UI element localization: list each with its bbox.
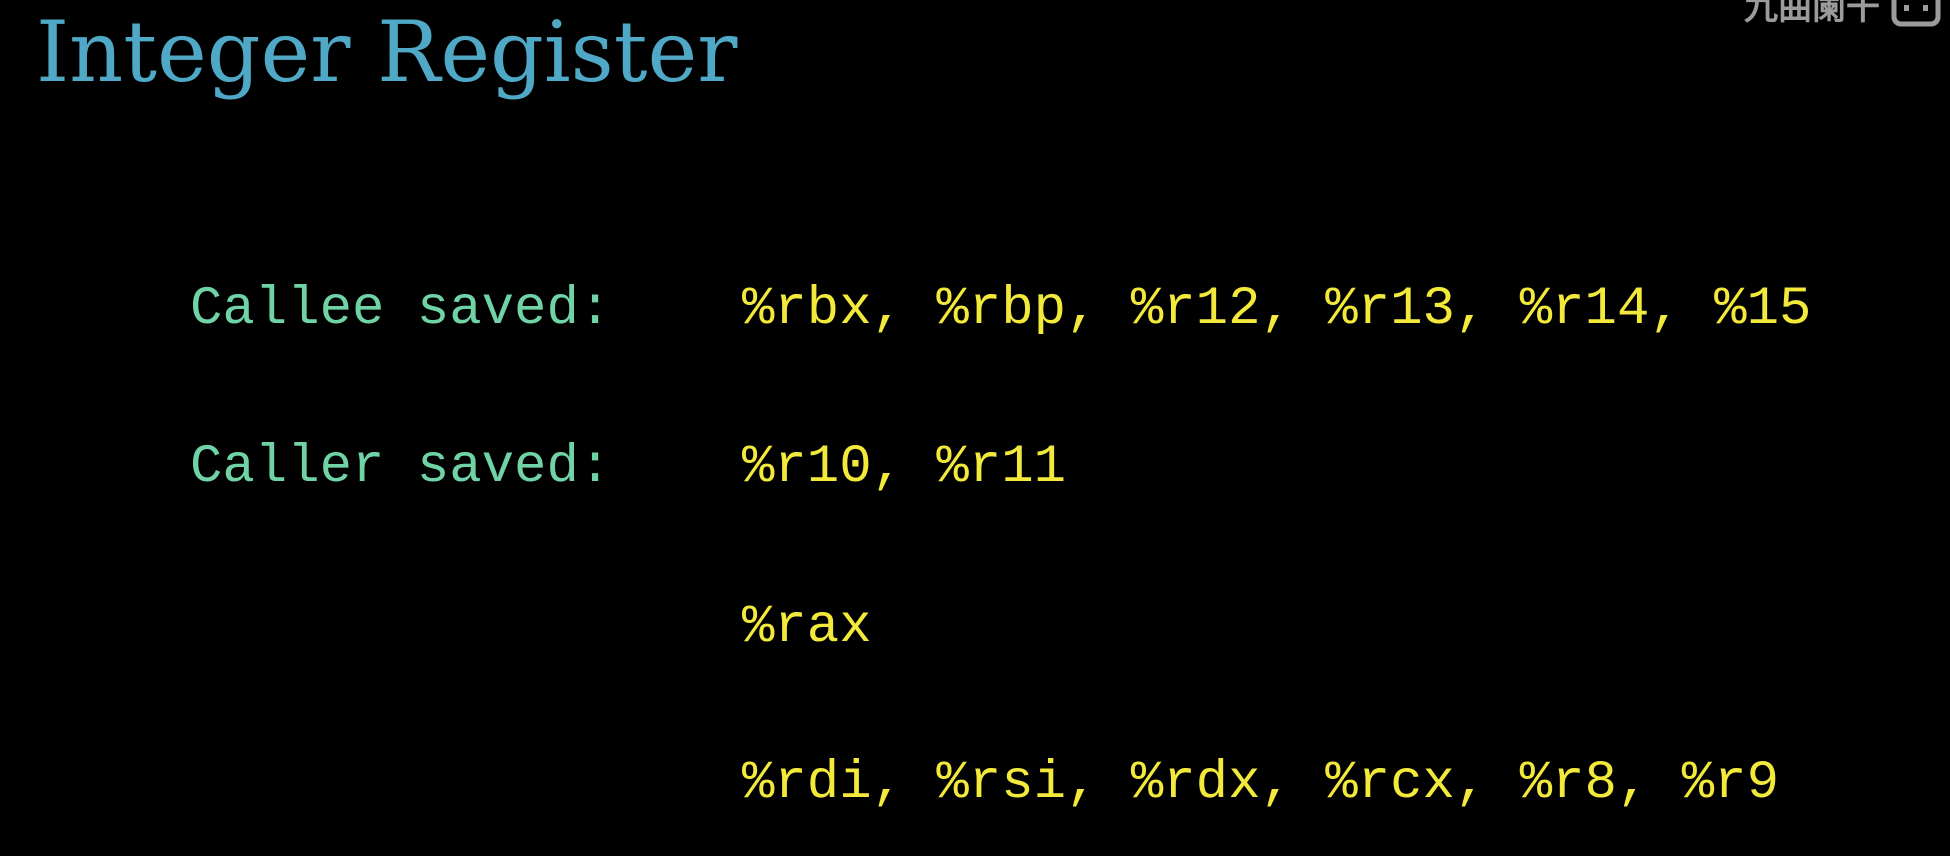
callee-saved-label: Callee saved: — [190, 279, 612, 340]
caller-saved-registers: %r10, %r11 — [742, 437, 1067, 498]
bilibili-logo-icon — [1891, 0, 1941, 27]
slide-title: Integer Register — [36, 3, 738, 101]
argument-registers: %rdi, %rsi, %rdx, %rcx, %r8, %r9 — [742, 753, 1779, 814]
return-register: %rax — [742, 597, 872, 658]
callee-saved-registers: %rbx, %rbp, %r12, %r13, %r14, %15 — [742, 279, 1812, 340]
watermark-text: 九曲阑干 — [1744, 0, 1880, 28]
watermark: 九曲阑干 — [1744, 0, 1950, 28]
caller-saved-label: Caller saved: — [190, 437, 612, 498]
